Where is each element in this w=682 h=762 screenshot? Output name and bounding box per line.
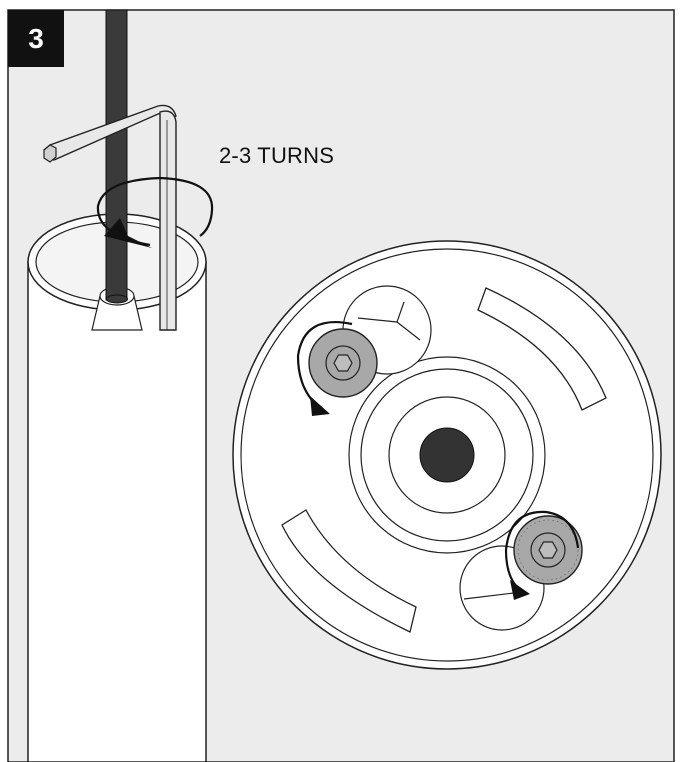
step-number-badge: 3 (8, 10, 64, 67)
threaded-rod (105, 9, 128, 304)
plate-slot-upper (477, 287, 607, 411)
plate-slot-lower (281, 509, 417, 633)
clockwise-arrow-icon (96, 176, 214, 248)
bolt-right (513, 515, 583, 585)
hex-key (43, 104, 177, 331)
mounting-plate (232, 240, 662, 670)
bolt-left (308, 328, 378, 398)
center-hole (419, 427, 475, 483)
clockwise-arrow-icon (504, 510, 580, 600)
clockwise-arrow-icon (296, 320, 353, 416)
turns-instruction-label: 2-3 TURNS (219, 143, 335, 168)
